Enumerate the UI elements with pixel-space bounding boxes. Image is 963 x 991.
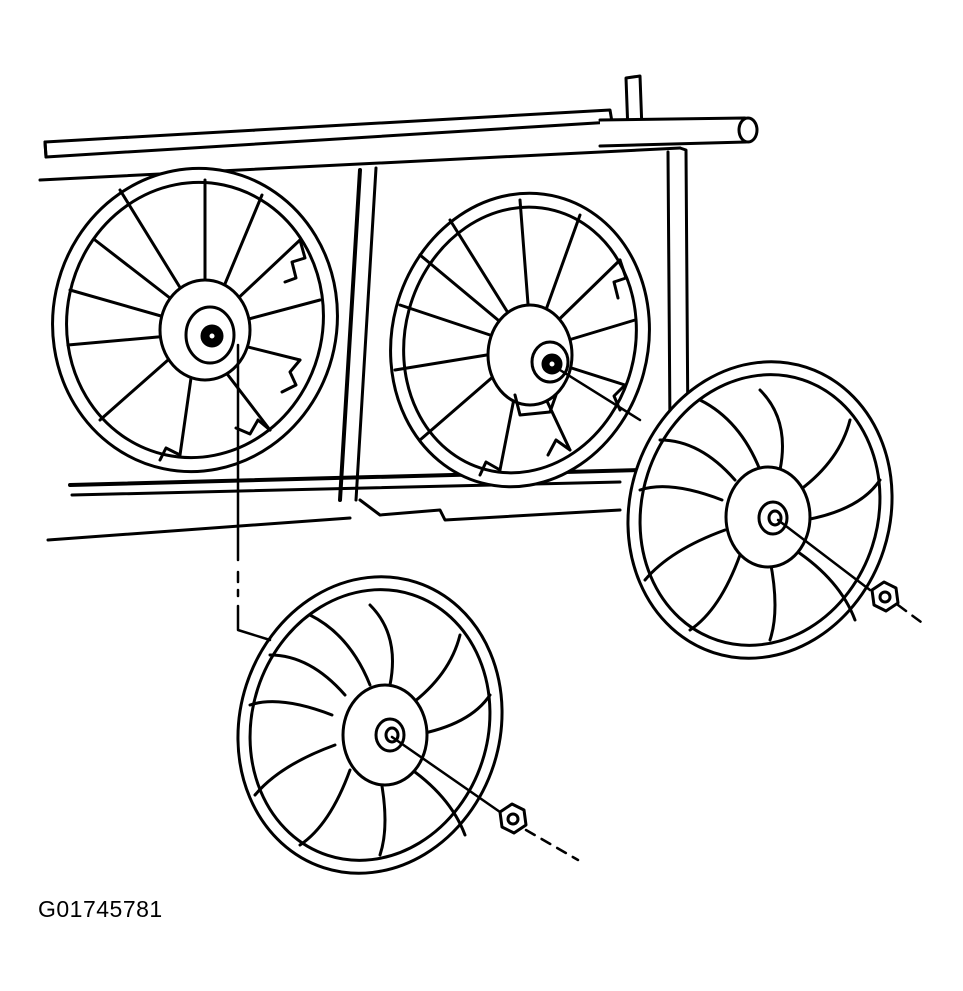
alignment-lines [238, 345, 925, 860]
right-fan-nut [872, 582, 898, 611]
figure-code: G01745781 [38, 896, 163, 922]
radiator-frame [40, 76, 757, 540]
left-fan-blade [200, 542, 540, 908]
left-fan-nut [500, 804, 526, 833]
right-fan-blade [590, 327, 930, 693]
right-shroud-fan [358, 164, 682, 516]
left-shroud-fan [25, 142, 366, 498]
